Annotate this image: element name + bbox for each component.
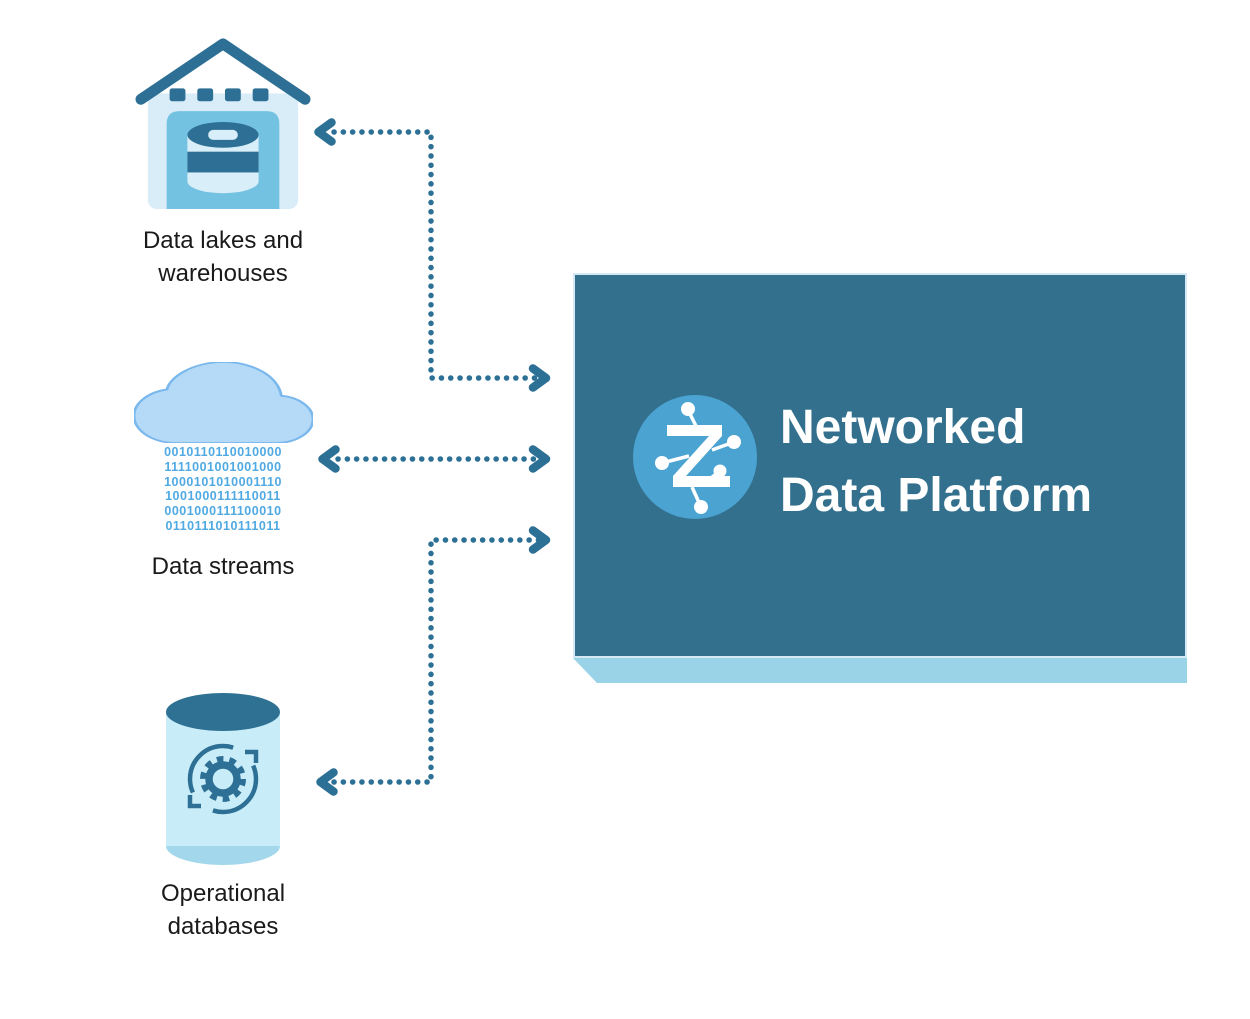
label-line: Data streams [151,553,295,580]
arrowhead-left-streams [318,445,340,473]
label-data-lakes-warehouses: Data lakes and warehouses [103,224,343,290]
binary-line: 1000101010001110 [164,474,282,489]
arrowhead-right-streams [528,445,551,473]
connector-warehouse-path [331,129,543,381]
binary-line: 1001000111110011 [165,489,281,504]
logo-node-dots [655,402,741,514]
database-barrel-icon [187,122,259,194]
binary-line: 0110111010111011 [165,518,281,533]
sync-gear-icon [187,743,259,815]
arrowhead-left-warehouse [314,118,336,146]
z-network-logo [633,395,757,519]
binary-line: 0001000111100010 [164,504,282,519]
warehouse-database-icon [135,38,311,210]
arrowhead-right-databases [528,526,551,554]
platform-box-shadow [573,658,1187,683]
platform-title-line: Data Platform [780,469,1093,522]
platform-title-line: Networked [780,401,1026,454]
arrowhead-right-warehouse [528,364,551,392]
label-line: Operational [160,880,286,907]
label-data-streams: Data streams [103,550,343,583]
cloud-icon [134,362,313,443]
connector-databases-path [331,537,543,785]
label-line: warehouses [158,260,288,287]
platform-title: Networked Data Platform [780,394,1200,530]
binary-rain-text: 0010110110010000 1111001001001000 100010… [103,445,343,534]
database-sync-gear-icon [166,693,280,865]
warehouse-windows [169,88,269,102]
binary-line: 1111001001001000 [164,459,282,474]
label-line: Data lakes and [142,227,304,254]
arrowhead-left-databases [316,768,338,796]
label-operational-databases: Operational databases [103,877,343,943]
binary-line: 0010110110010000 [164,445,282,459]
label-line: databases [167,913,279,940]
